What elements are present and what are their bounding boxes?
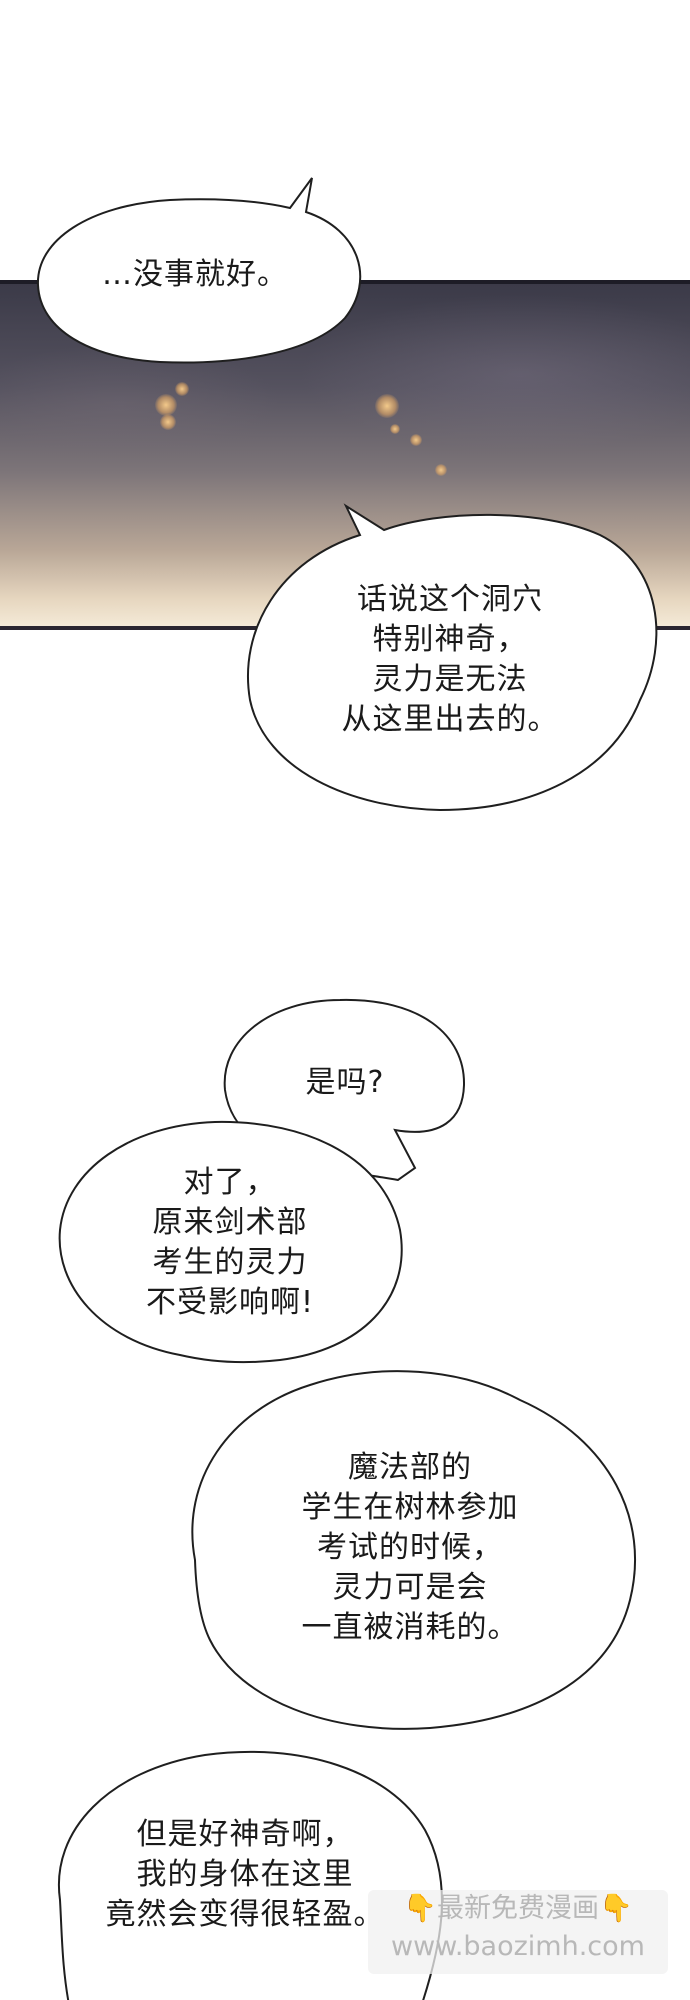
light-particle	[435, 464, 447, 476]
speech-text-4: 对了， 原来剑术部 考生的灵力 不受影响啊!	[145, 1165, 315, 1320]
speech-text-3: 是吗?	[305, 1065, 385, 1100]
watermark-line-1: 👇最新免费漫画👇	[403, 1893, 633, 1924]
cave-panel	[0, 280, 690, 630]
light-particle	[375, 394, 399, 418]
speech-text-5: 魔法部的 学生在树林参加 考试的时候， 灵力可是会 一直被消耗的。	[301, 1450, 519, 1645]
light-particle	[175, 382, 189, 396]
light-particle	[155, 394, 177, 416]
speech-text-6: 但是好神奇啊， 我的身体在这里 竟然会变得很轻盈。	[105, 1817, 385, 1932]
watermark-line-2: www.baozimh.com	[391, 1931, 645, 1962]
speech-text-2: 话说这个洞穴 特别神奇， 灵力是无法 从这里出去的。	[341, 582, 559, 737]
light-particle	[410, 434, 422, 446]
light-particle	[160, 414, 176, 430]
watermark-banner[interactable]: 👇最新免费漫画👇 www.baozimh.com	[368, 1890, 668, 1974]
light-particle	[390, 424, 400, 434]
speech-text-1: …没事就好。	[102, 257, 288, 292]
